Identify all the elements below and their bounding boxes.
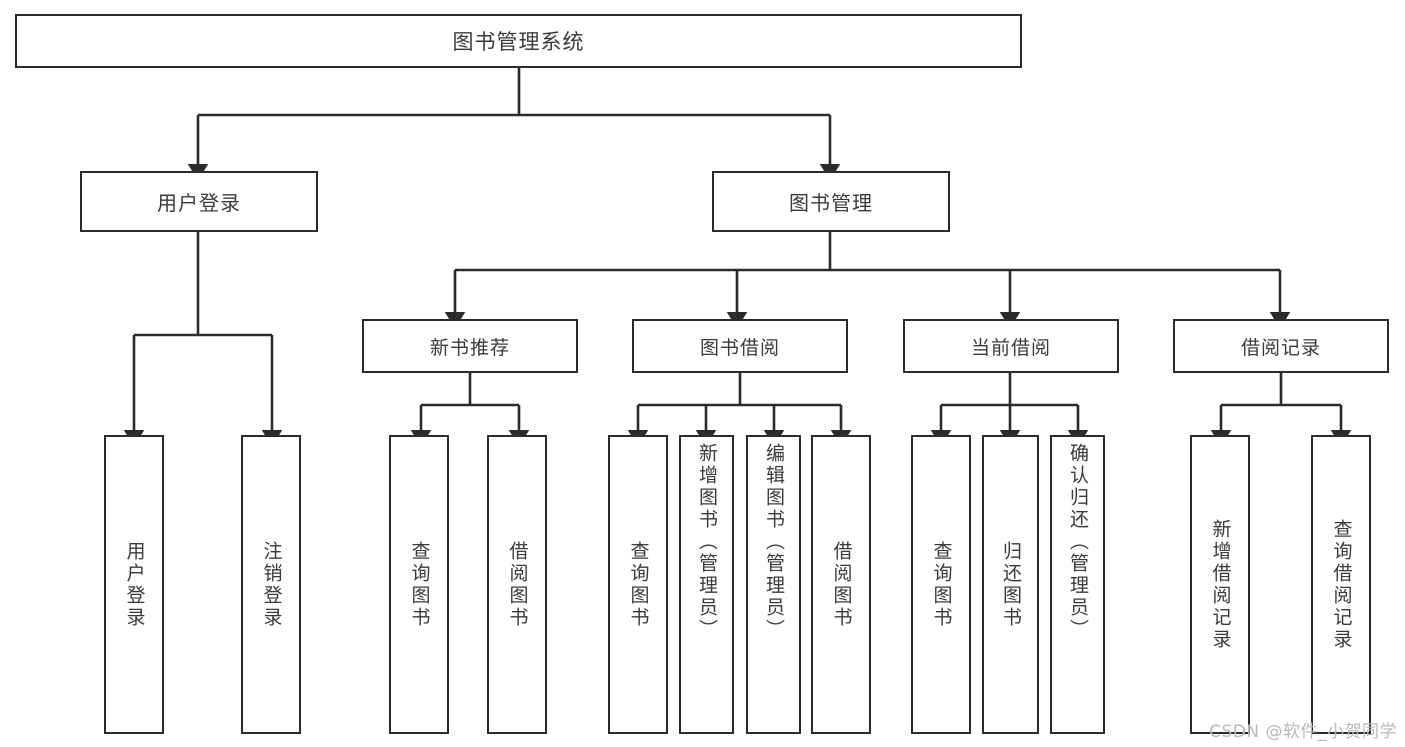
leaf-user-logout[interactable]: 注销登录 <box>241 435 301 734</box>
node-root-label: 图书管理系统 <box>452 30 585 54</box>
leaf-current-query-book[interactable]: 查询图书 <box>911 435 971 734</box>
leaf-recommend-query-book-label: 查询图书 <box>408 540 431 629</box>
node-new-book-recommend[interactable]: 新书推荐 <box>362 319 578 373</box>
node-new-book-recommend-label: 新书推荐 <box>429 336 510 359</box>
leaf-user-logout-label: 注销登录 <box>260 540 283 629</box>
leaf-current-confirm-return-label: 确认归还（管理员） <box>1067 443 1089 641</box>
node-book-borrow-label: 图书借阅 <box>699 336 780 359</box>
leaf-borrow-add-book[interactable]: 新增图书（管理员） <box>679 435 734 734</box>
node-borrow-record[interactable]: 借阅记录 <box>1173 319 1389 373</box>
leaf-current-return-book-label: 归还图书 <box>1000 540 1022 629</box>
leaf-borrow-query-book-label: 查询图书 <box>627 540 650 629</box>
node-book-management[interactable]: 图书管理 <box>712 171 950 232</box>
node-current-borrow[interactable]: 当前借阅 <box>903 319 1119 373</box>
node-user-login[interactable]: 用户登录 <box>80 171 318 232</box>
node-current-borrow-label: 当前借阅 <box>970 336 1051 359</box>
leaf-record-add-record[interactable]: 新增借阅记录 <box>1190 435 1250 734</box>
leaf-borrow-borrow-book-label: 借阅图书 <box>830 540 853 629</box>
leaf-current-query-book-label: 查询图书 <box>930 540 953 629</box>
leaf-borrow-edit-book[interactable]: 编辑图书（管理员） <box>746 435 801 734</box>
leaf-recommend-borrow-book[interactable]: 借阅图书 <box>487 435 547 734</box>
leaf-user-login-label: 用户登录 <box>123 540 146 629</box>
node-user-login-label: 用户登录 <box>157 191 241 215</box>
leaf-borrow-edit-book-label: 编辑图书（管理员） <box>763 443 785 641</box>
leaf-record-query-record[interactable]: 查询借阅记录 <box>1311 435 1371 734</box>
leaf-current-confirm-return[interactable]: 确认归还（管理员） <box>1050 435 1105 734</box>
leaf-borrow-borrow-book[interactable]: 借阅图书 <box>811 435 871 734</box>
leaf-record-query-record-label: 查询借阅记录 <box>1330 518 1353 651</box>
leaf-recommend-query-book[interactable]: 查询图书 <box>389 435 449 734</box>
leaf-record-add-record-label: 新增借阅记录 <box>1209 518 1232 651</box>
node-book-management-label: 图书管理 <box>789 191 873 215</box>
node-book-borrow[interactable]: 图书借阅 <box>632 319 848 373</box>
leaf-current-return-book[interactable]: 归还图书 <box>982 435 1039 734</box>
leaf-borrow-add-book-label: 新增图书（管理员） <box>696 443 718 641</box>
leaf-recommend-borrow-book-label: 借阅图书 <box>506 540 529 629</box>
leaf-user-login[interactable]: 用户登录 <box>104 435 164 734</box>
node-borrow-record-label: 借阅记录 <box>1240 336 1321 359</box>
watermark-text: CSDN @软件_小贺同学 <box>1209 722 1397 742</box>
leaf-borrow-query-book[interactable]: 查询图书 <box>608 435 668 734</box>
node-root[interactable]: 图书管理系统 <box>15 14 1022 68</box>
